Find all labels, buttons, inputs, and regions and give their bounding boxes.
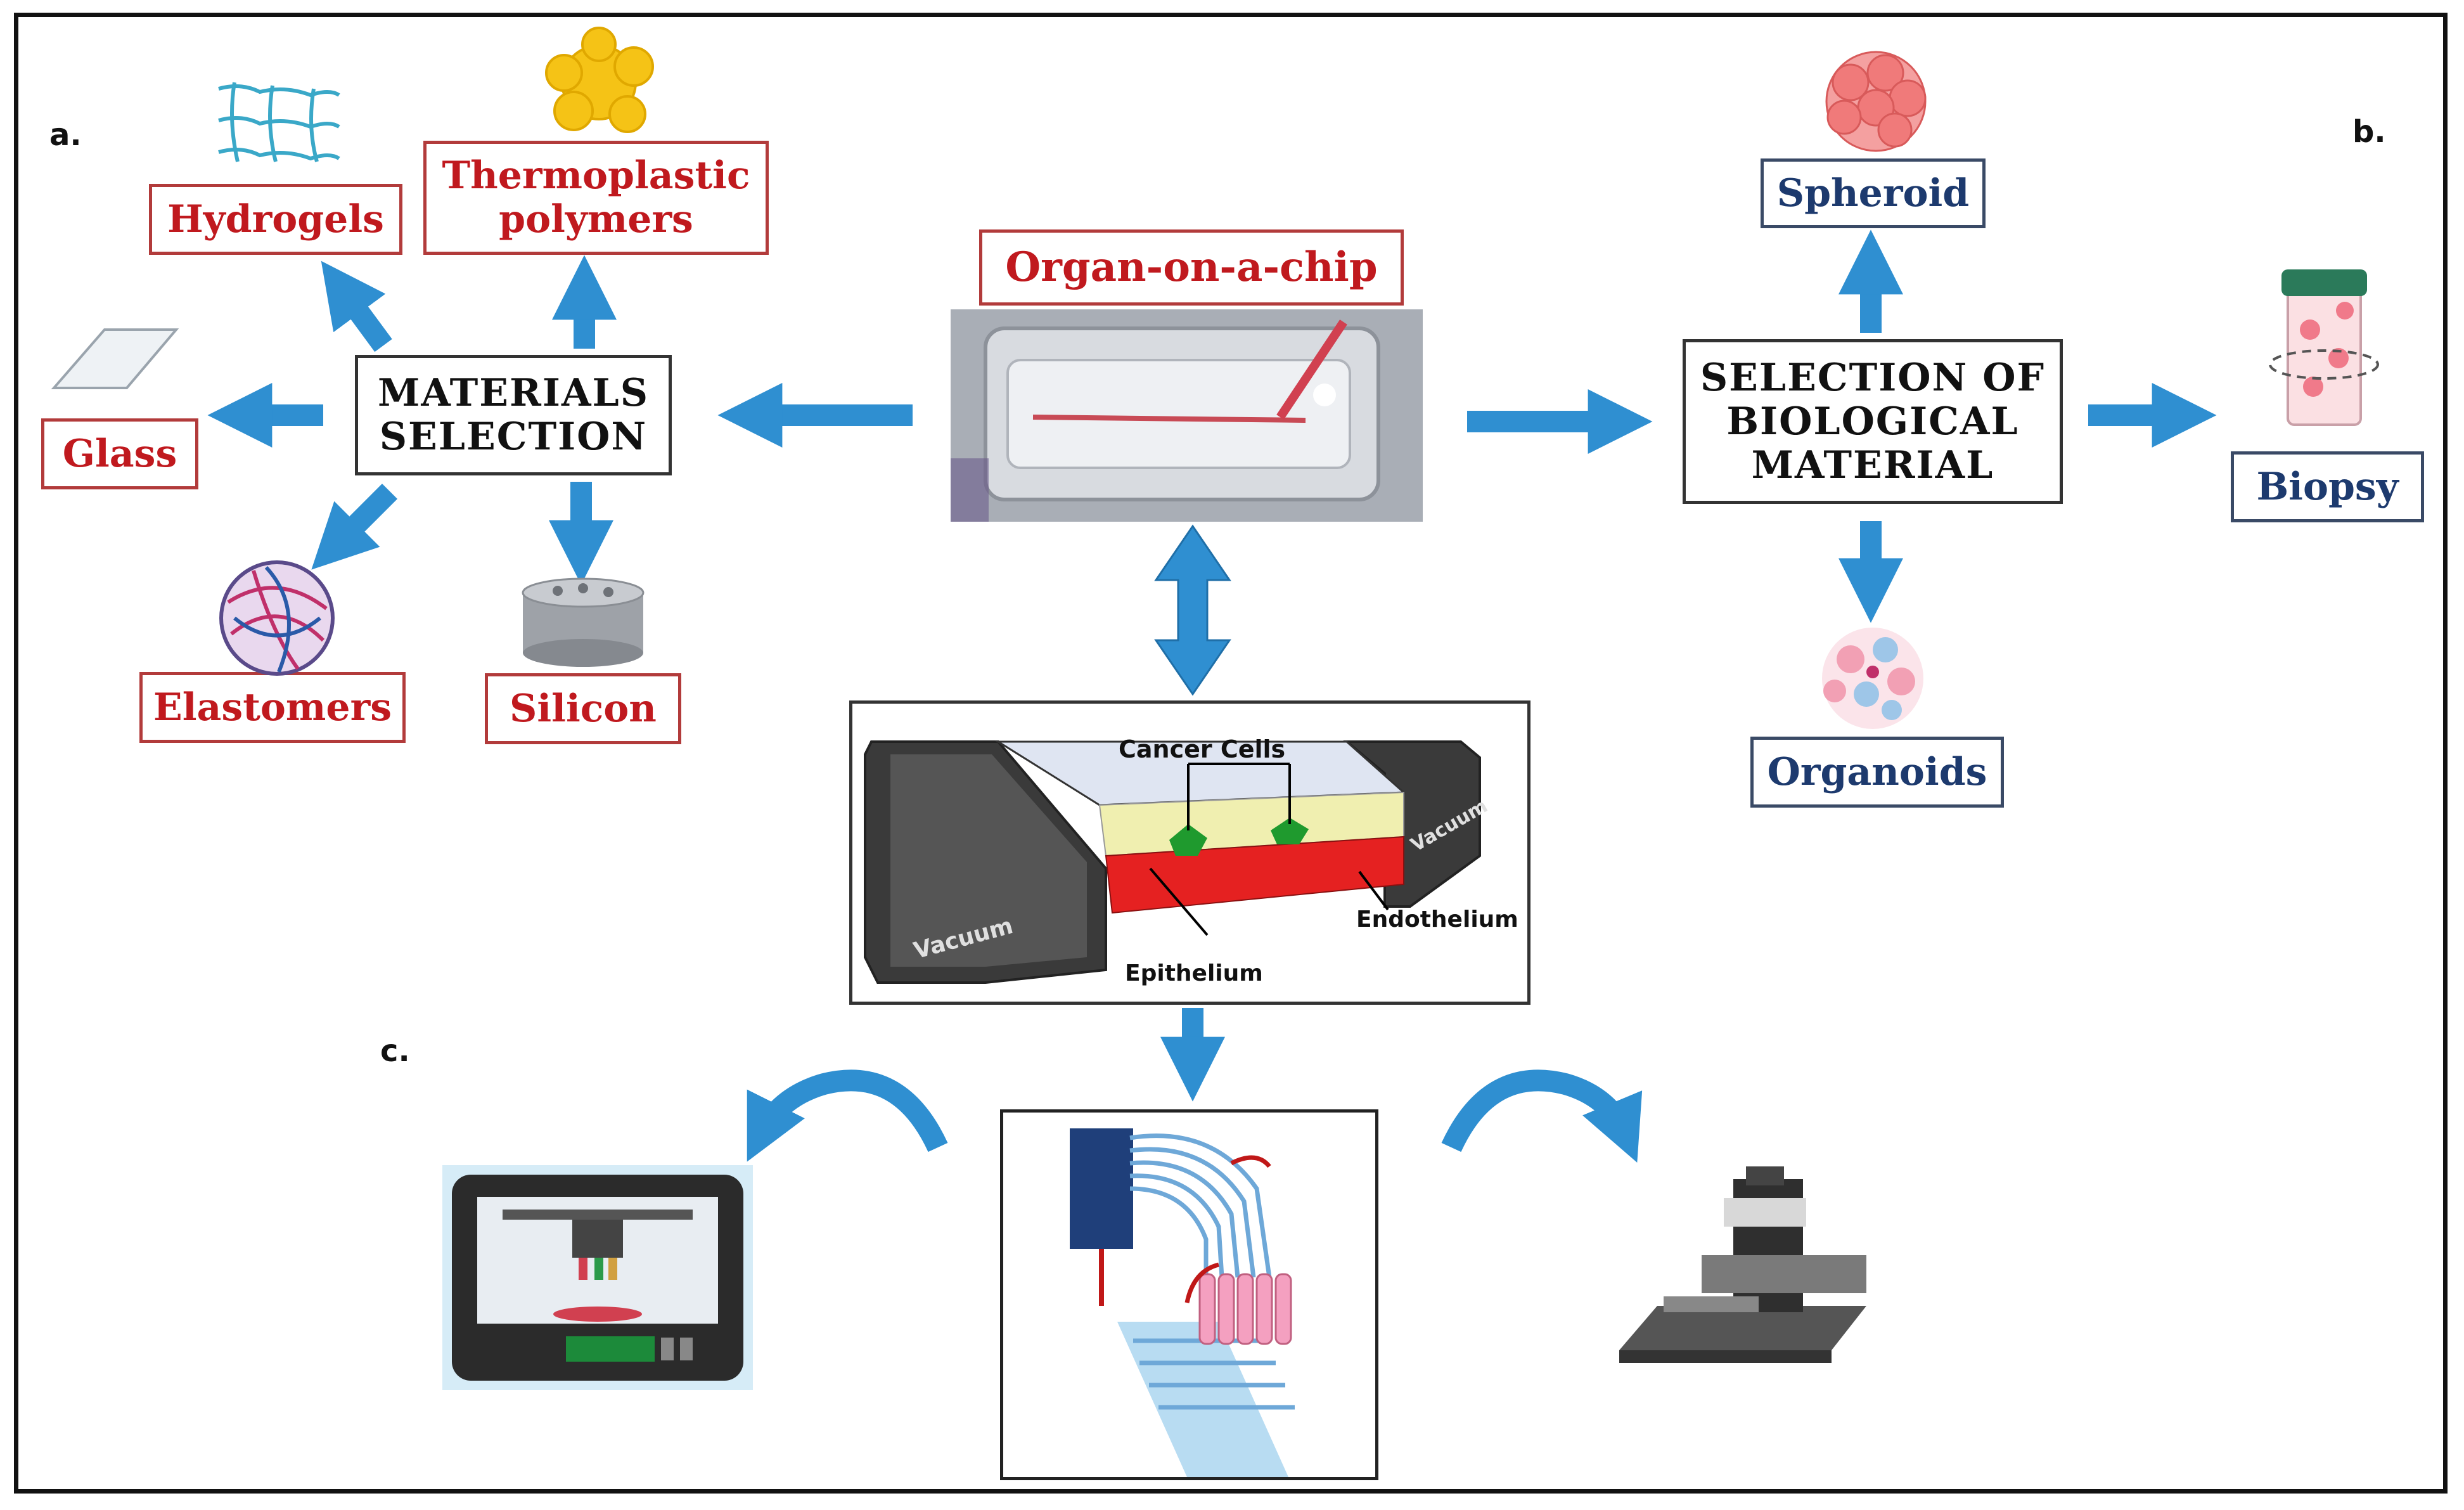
figure-frame xyxy=(14,13,2448,1494)
arrow-to-elastomers xyxy=(311,483,398,570)
curved-arrow-left xyxy=(747,1069,948,1162)
panel-label-c: c. xyxy=(380,1033,410,1069)
bio-title-line1: SELECTION OF xyxy=(1700,355,2046,400)
biopsy-tube-icon xyxy=(2269,269,2379,426)
hydrogel-mesh-icon xyxy=(218,82,340,162)
label-cancer-cells: Cancer Cells xyxy=(1119,735,1286,763)
panel-label-b: b. xyxy=(2352,114,2386,150)
materials-title-line2: SELECTION xyxy=(379,415,648,459)
organoid-icon xyxy=(1822,628,1923,729)
glass-slide-icon xyxy=(51,328,179,389)
hydrogels-box: Hydrogels xyxy=(149,184,402,255)
organ-chip-photo xyxy=(951,309,1423,522)
spheroid-icon xyxy=(1825,51,1927,152)
label-endothelium: Endothelium xyxy=(1356,907,1518,932)
double-arrow-vertical xyxy=(1154,524,1231,696)
thermo-line1: Thermoplastic xyxy=(442,153,750,198)
bio-title-line3: MATERIAL xyxy=(1751,442,1994,487)
arrow-to-hydrogels xyxy=(321,261,392,352)
materials-title-line1: MATERIALS xyxy=(377,371,650,415)
microfluidic-device-icon xyxy=(1000,1109,1378,1480)
chip-cross-section: Cancer Cells Endothelium Epithelium Vacu… xyxy=(849,700,1530,1005)
curved-arrow-right xyxy=(1441,1069,1643,1163)
3d-printer-icon xyxy=(442,1165,753,1390)
elastomer-sphere-icon xyxy=(219,560,335,676)
bio-title-line2: BIOLOGICAL xyxy=(1726,399,2019,444)
panel-label-a: a. xyxy=(49,117,82,153)
materials-selection-box: MATERIALS SELECTION xyxy=(355,355,672,475)
spheroid-box: Spheroid xyxy=(1761,158,1986,228)
silicon-box: Silicon xyxy=(485,673,681,744)
silicon-cylinder-icon xyxy=(522,578,645,667)
thermoplastic-blob-icon xyxy=(545,27,654,133)
glass-box: Glass xyxy=(41,418,198,489)
elastomers-box: Elastomers xyxy=(139,672,406,743)
microscope-icon xyxy=(1613,1160,1879,1369)
organoids-box: Organoids xyxy=(1750,737,2004,808)
organ-on-a-chip-title: Organ-on-a-chip xyxy=(979,229,1404,306)
biopsy-box: Biopsy xyxy=(2231,451,2424,522)
thermo-line2: polymers xyxy=(499,197,693,242)
thermoplastic-box: Thermoplastic polymers xyxy=(423,141,769,255)
label-epithelium: Epithelium xyxy=(1125,960,1263,986)
biological-selection-box: SELECTION OF BIOLOGICAL MATERIAL xyxy=(1683,339,2063,504)
